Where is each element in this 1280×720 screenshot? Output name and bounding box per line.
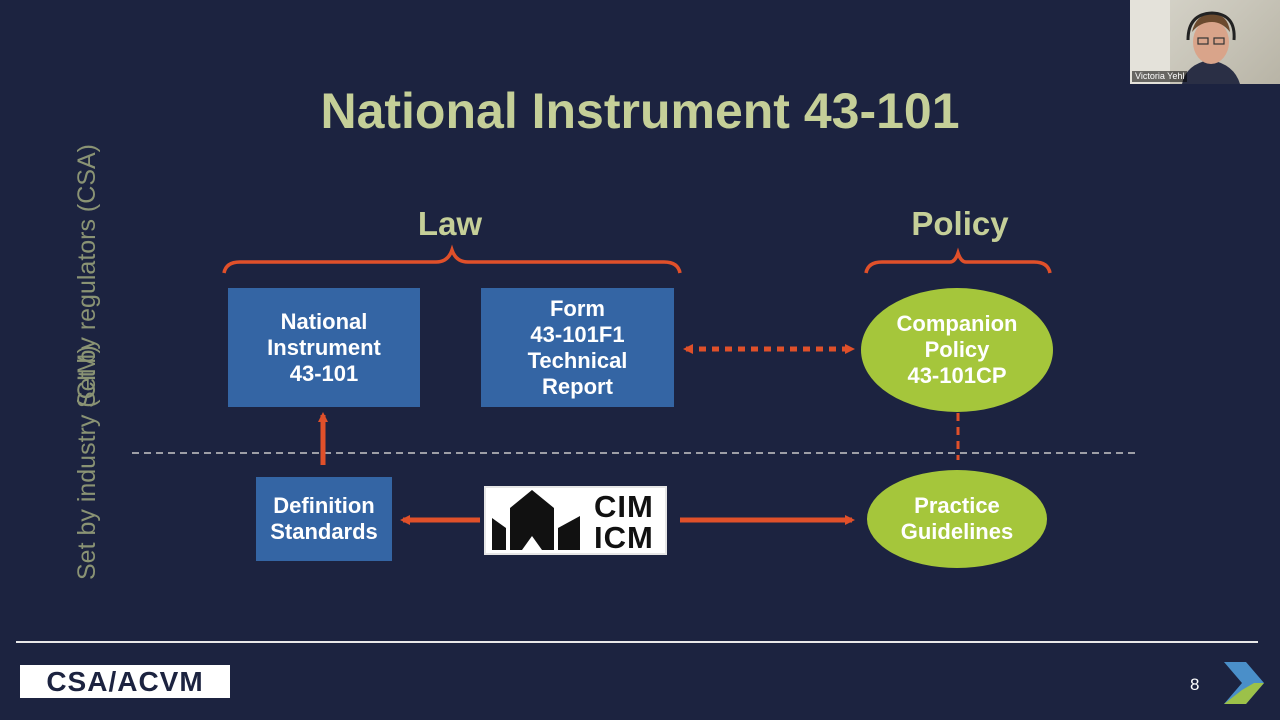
- node-national-instrument: National Instrument 43-101: [228, 288, 420, 407]
- node-practice-guidelines: Practice Guidelines: [867, 470, 1047, 568]
- cim-logo: CIM ICM: [484, 486, 667, 555]
- next-chevron-icon: [1224, 662, 1264, 704]
- participant-name: Victoria Yehl: [1132, 71, 1188, 82]
- policy-brace: [864, 247, 1052, 274]
- node-definition-standards: Definition Standards: [256, 477, 392, 561]
- footer-rule: [16, 641, 1258, 643]
- page-number: 8: [1190, 675, 1200, 694]
- webcam-thumbnail[interactable]: Victoria Yehl: [1130, 0, 1280, 84]
- csa-logo: CSA/ACVM: [20, 665, 230, 698]
- cim-emblem-icon: [492, 490, 580, 550]
- node-companion-policy: Companion Policy 43-101CP: [861, 288, 1053, 412]
- node-form-technical-report: Form 43-101F1 Technical Report: [481, 288, 674, 407]
- slide-title: National Instrument 43-101: [320, 83, 960, 139]
- participant-video: [1130, 0, 1240, 84]
- law-brace: [222, 244, 682, 274]
- cim-logo-text: CIM ICM: [594, 489, 654, 555]
- policy-label: Policy: [911, 205, 1009, 242]
- law-label: Law: [417, 205, 483, 242]
